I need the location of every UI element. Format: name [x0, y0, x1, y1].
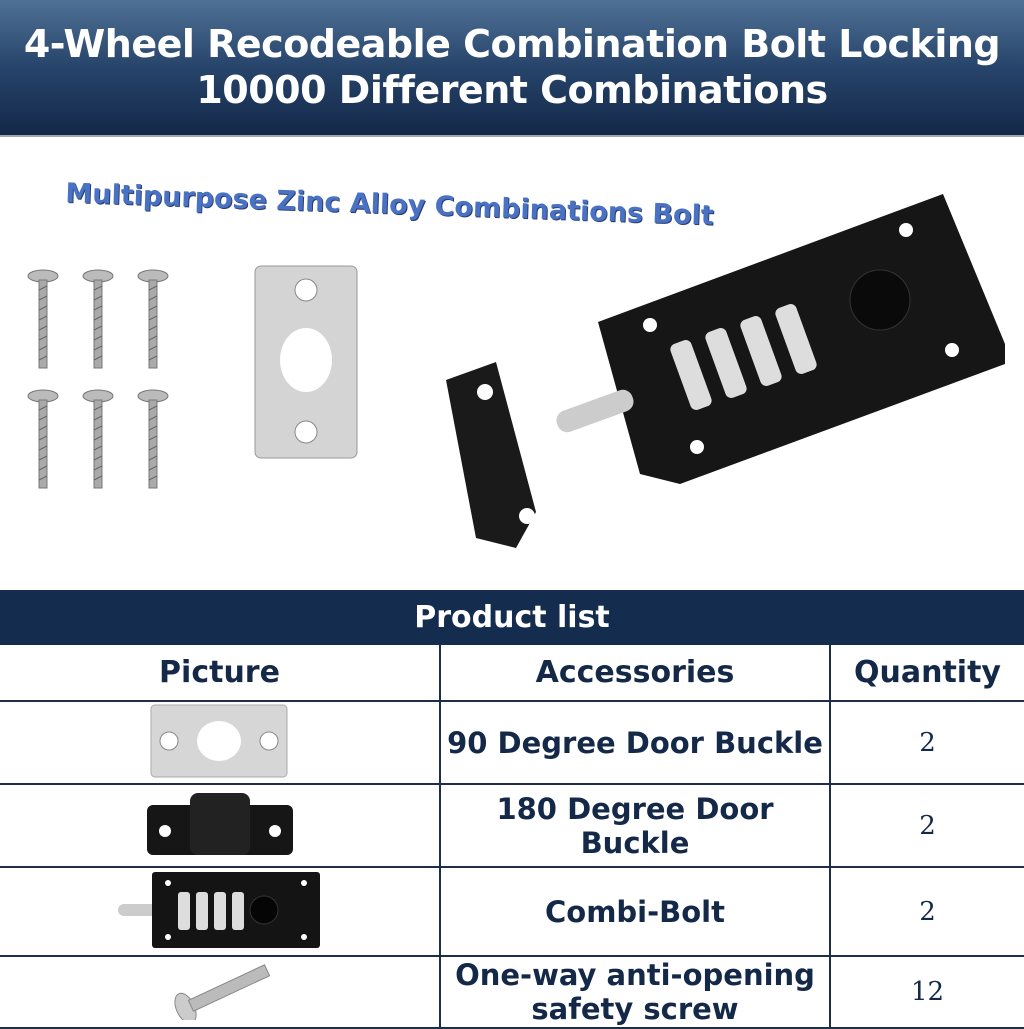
picture-cell [0, 784, 441, 868]
table-header-row: Picture Accessories Quantity [0, 645, 1024, 702]
picture-cell [0, 956, 441, 1029]
accessory-name: One-way anti-opening safety screw [439, 956, 831, 1029]
picture-cell [0, 701, 441, 785]
strike-plate-thumbnail [150, 704, 287, 777]
table-row: 180 Degree Door Buckle 2 [0, 784, 1024, 868]
quantity-value: 2 [829, 784, 1024, 868]
keeper-image [446, 362, 536, 548]
product-photo [27, 194, 1005, 548]
banner-header: 4-Wheel Recodeable Combination Bolt Lock… [0, 0, 1024, 137]
picture-cell [0, 867, 441, 957]
table-row: 90 Degree Door Buckle 2 [0, 701, 1024, 785]
table-row: Combi-Bolt 2 [0, 867, 1024, 957]
strike-plate-image [254, 265, 358, 459]
accessory-name: Combi-Bolt [439, 867, 831, 957]
column-header-quantity: Quantity [829, 645, 1024, 702]
screw-thumbnail [173, 964, 270, 1024]
keeper-thumbnail [146, 792, 293, 855]
product-list-title: Product list [0, 590, 1024, 645]
combination-bolt-thumbnail [117, 871, 320, 948]
headline-line-1: 4-Wheel Recodeable Combination Bolt Lock… [23, 22, 1001, 66]
column-header-picture: Picture [0, 645, 441, 702]
quantity-value: 12 [829, 956, 1024, 1029]
headline-line-2: 10000 Different Combinations [196, 68, 828, 112]
screws-image [27, 269, 169, 489]
combination-bolt-image [556, 194, 1005, 484]
accessory-name: 180 Degree Door Buckle [439, 784, 831, 868]
quantity-value: 2 [829, 867, 1024, 957]
table-row: One-way anti-opening safety screw 12 [0, 956, 1024, 1029]
product-list-table: Picture Accessories Quantity 90 Degree D… [0, 645, 1024, 1029]
quantity-value: 2 [829, 701, 1024, 785]
accessory-name: 90 Degree Door Buckle [439, 701, 831, 785]
column-header-accessories: Accessories [439, 645, 831, 702]
